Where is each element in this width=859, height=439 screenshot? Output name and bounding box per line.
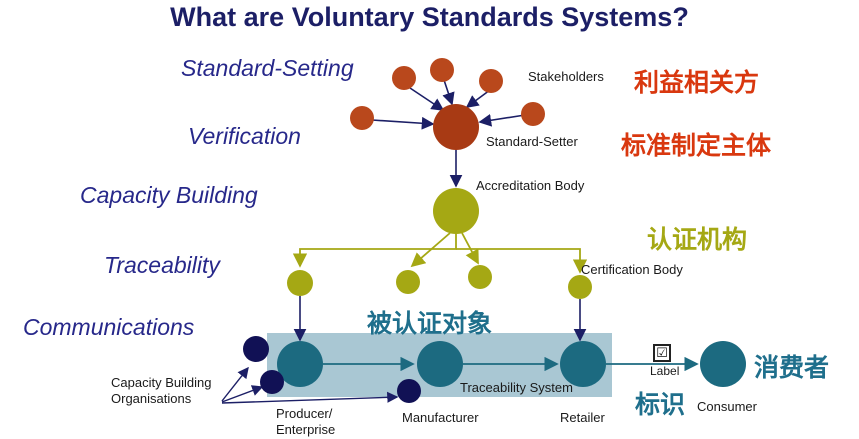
capacity-building-node [260, 370, 284, 394]
cn-label-label: 标识 [635, 390, 686, 419]
retailer-node [560, 341, 606, 387]
step-traceability: Traceability [104, 252, 220, 278]
label-consumer: Consumer [697, 399, 757, 414]
page-title: What are Voluntary Standards Systems? [170, 2, 689, 32]
label-standard-setter: Standard-Setter [486, 134, 578, 149]
certification-nodes [287, 265, 592, 299]
manufacturer-support-node [397, 379, 421, 403]
accreditation-arrows [292, 232, 588, 274]
stakeholder-node [392, 66, 416, 90]
certification-arrows [293, 296, 587, 342]
accreditation-body-node [433, 188, 479, 234]
label-capacity-building-organisations: Capacity Building Organisations [111, 375, 212, 406]
consumer-node [700, 341, 746, 387]
step-capacity-building: Capacity Building [80, 182, 258, 208]
label-stakeholders: Stakeholders [528, 69, 604, 84]
cn-label-certification: 认证机构 [647, 225, 748, 254]
certification-body-node [568, 275, 592, 299]
cn-label-stakeholders: 利益相关方 [634, 68, 760, 97]
stakeholder-node [350, 106, 374, 130]
cn-label-standard-setter: 标准制定主体 [621, 131, 772, 160]
certification-node [468, 265, 492, 289]
capacity-building-node [243, 336, 269, 362]
step-verification: Verification [188, 123, 301, 149]
label-traceability-system: Traceability System [460, 380, 573, 395]
label-label: Label [650, 364, 680, 378]
label-accreditation-body: Accreditation Body [476, 178, 585, 193]
stakeholder-nodes [350, 58, 545, 130]
stakeholder-arrows [371, 79, 526, 130]
label-retailer: Retailer [560, 410, 605, 425]
manufacturer-node [417, 341, 463, 387]
stakeholder-node [430, 58, 454, 82]
label-manufacturer: Manufacturer [402, 410, 479, 425]
step-communications: Communications [23, 314, 195, 340]
stakeholder-node [521, 102, 545, 126]
certification-node [396, 270, 420, 294]
label-producer: Producer/ Enterprise [276, 406, 336, 437]
stakeholder-node [479, 69, 503, 93]
label-certification-body: Certification Body [581, 262, 683, 277]
step-standard-setting: Standard-Setting [181, 55, 354, 81]
certification-node [287, 270, 313, 296]
producer-node [277, 341, 323, 387]
label-checkbox-icon: ☑ [653, 344, 671, 362]
cn-label-consumer: 消费者 [754, 353, 830, 382]
capacity-building-arrows [221, 366, 399, 404]
standard-setter-node [433, 104, 479, 150]
cn-label-certified-objects: 被认证对象 [367, 309, 493, 338]
